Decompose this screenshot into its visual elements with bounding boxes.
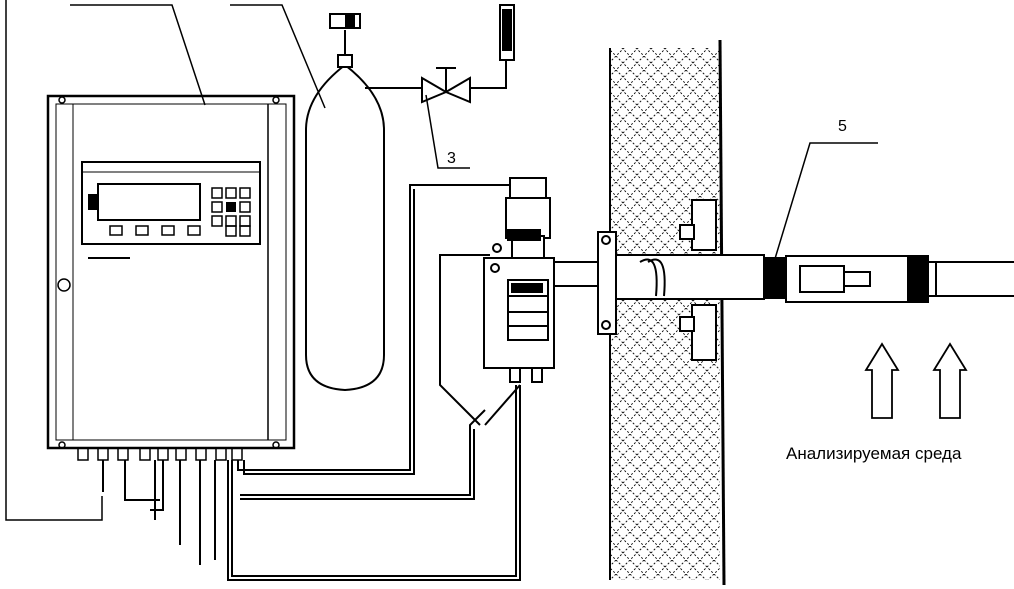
cabinet-leader [5,0,206,521]
callout-3: 3 [447,150,456,167]
cables [102,184,521,581]
callout-3-leader [425,94,470,169]
gas-valve [365,4,515,104]
solenoid-valve [505,177,551,265]
sensor-transmitter [483,243,555,383]
gas-probe [615,254,1014,303]
callout-5-leader [773,142,878,263]
cylinder-leader [230,4,326,109]
gas-pipe [553,231,617,335]
wall [609,39,726,586]
flow-arrows [864,342,968,419]
callout-5: 5 [838,118,847,135]
gas-cylinder [305,13,385,392]
medium-label: Анализируемая среда [786,444,962,463]
controller-cabinet [46,94,296,461]
